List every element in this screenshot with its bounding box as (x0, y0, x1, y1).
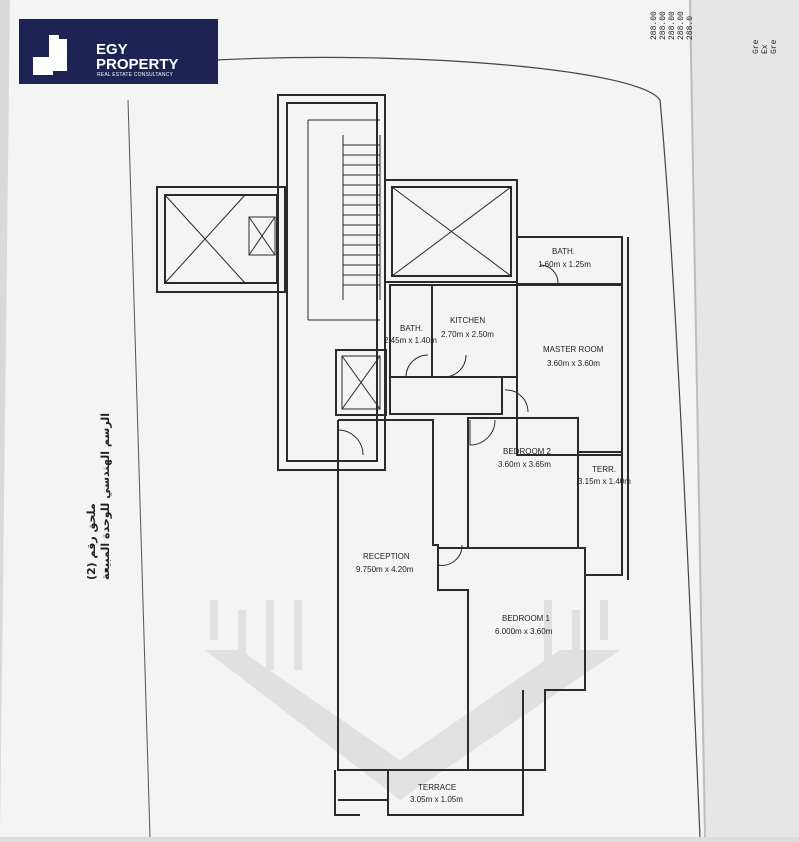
corner-table-value: 288.00 (659, 11, 668, 40)
logo-brand-text: EGY PROPERTY (96, 41, 179, 73)
corner-table-value: 288.0 (686, 15, 695, 40)
room-size-terrace: 3.05m x 1.05m (410, 795, 463, 804)
logo-tagline: REAL ESTATE CONSULTANCY (97, 72, 174, 78)
arabic-caption: ملحق رقم (2) الرسم الهندسي للوحدة المبيع… (85, 380, 125, 580)
room-size-master: 3.60m x 3.60m (547, 359, 600, 368)
corner-table-letters: Gre Ex Gre (752, 40, 779, 54)
corner-table-value: 288.00 (677, 11, 686, 40)
room-size-bath2: 2.45m x 1.40m (384, 336, 437, 345)
room-size-kitchen: 2.70m x 2.50m (441, 330, 494, 339)
arabic-caption-line1: ملحق رقم (2) (85, 503, 98, 580)
room-name-kitchen: KITCHEN (450, 316, 485, 325)
corner-table-letter: Gre (752, 39, 761, 54)
corner-table-values: 288.00 288.00 288.00 288.00 288.0 (650, 11, 695, 40)
arabic-caption-line2: الرسم الهندسي للوحدة المبيعة (99, 412, 112, 580)
room-name-terrace: TERRACE (418, 783, 456, 792)
room-name-terr: TERR. (592, 465, 616, 474)
corner-table-letter: Gre (770, 39, 779, 54)
room-name-bedroom1: BEDROOM 1 (502, 614, 551, 623)
corner-table-letter: Ex (761, 44, 770, 54)
room-size-reception: 9.750m x 4.20m (356, 565, 414, 574)
egy-property-logo: EGY PROPERTY REAL ESTATE CONSULTANCY (19, 19, 218, 84)
room-size-bedroom1: 6.000m x 3.60m (495, 627, 553, 636)
logo-mark-icon (33, 29, 69, 75)
room-size-bath1: 1.60m x 1.25m (538, 260, 591, 269)
room-size-bedroom2: 3.60m x 3.65m (498, 460, 551, 469)
corner-table-value: 288.00 (668, 11, 677, 40)
room-name-bath1: BATH. (552, 247, 575, 256)
room-size-terr: 3.15m x 1.40m (578, 477, 631, 486)
room-name-reception: RECEPTION (363, 552, 410, 561)
room-name-bath2: BATH. (400, 324, 423, 333)
room-name-master: MASTER ROOM (543, 345, 604, 354)
corner-table-value: 288.00 (650, 11, 659, 40)
room-name-bedroom2: BEDROOM 2 (503, 447, 552, 456)
